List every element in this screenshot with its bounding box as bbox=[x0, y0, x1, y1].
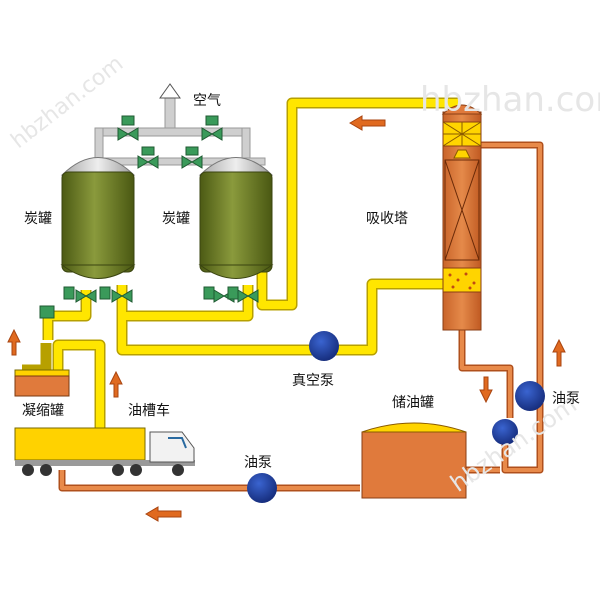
label-condensing-tank: 凝缩罐 bbox=[22, 403, 64, 419]
label-vacuum-pump: 真空泵 bbox=[292, 373, 334, 389]
label-oil-pump-right: 油泵 bbox=[552, 391, 580, 407]
valve-icon bbox=[117, 115, 139, 141]
valves bbox=[39, 115, 259, 319]
flow-arrows bbox=[7, 115, 566, 522]
condensing-tank bbox=[14, 369, 70, 397]
label-oil-tank-truck: 油槽车 bbox=[128, 403, 170, 419]
carbon-tank-left bbox=[60, 157, 136, 279]
arrow-down-icon bbox=[479, 376, 493, 404]
carbon-tank-right bbox=[198, 157, 274, 279]
valve-icon bbox=[63, 286, 97, 303]
label-oil-storage-tank: 储油罐 bbox=[392, 395, 434, 411]
arrow-left-icon bbox=[349, 115, 386, 131]
label-carbon-tank-right: 炭罐 bbox=[162, 211, 190, 227]
pump-oil-bottom bbox=[247, 473, 277, 503]
valve-icon bbox=[227, 286, 259, 303]
pump-vacuum bbox=[309, 331, 339, 361]
pump-oil-right bbox=[515, 381, 545, 411]
label-absorption-tower: 吸收塔 bbox=[366, 211, 408, 227]
oil-tank-truck bbox=[14, 427, 195, 476]
valve-icon bbox=[99, 286, 133, 303]
valve-icon bbox=[201, 115, 223, 141]
label-air: 空气 bbox=[193, 93, 221, 109]
pump-oil-tank bbox=[492, 419, 518, 445]
oil-storage-tank bbox=[361, 422, 467, 499]
gas-vent-pipes bbox=[94, 83, 266, 166]
label-carbon-tank-left: 炭罐 bbox=[24, 211, 52, 227]
arrow-up-icon bbox=[552, 338, 566, 367]
arrow-up-icon bbox=[109, 370, 123, 398]
valve-icon bbox=[181, 146, 203, 169]
valve-icon bbox=[39, 305, 55, 319]
arrow-left-icon bbox=[145, 506, 182, 522]
absorption-tower bbox=[441, 104, 483, 331]
valve-icon bbox=[137, 146, 159, 169]
arrow-up-icon bbox=[7, 328, 21, 356]
label-oil-pump-bottom: 油泵 bbox=[244, 455, 272, 471]
